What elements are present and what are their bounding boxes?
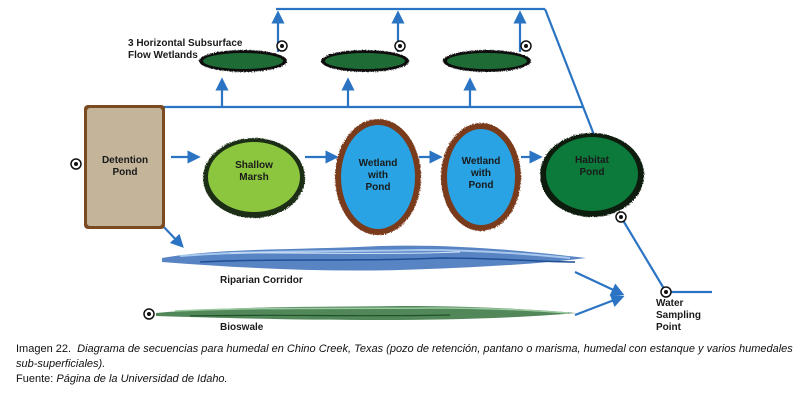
shallow-label-line2: Marsh <box>239 172 268 183</box>
habitat-label-line2: Pond <box>580 167 605 178</box>
bus-to-habitat-line <box>543 8 598 141</box>
inlet-point-bioswale <box>143 308 155 320</box>
wetland1-label-line1: Wetland <box>359 158 398 169</box>
detention-pond <box>84 105 165 229</box>
detention-label-line1: Detention <box>102 155 148 166</box>
sampling-point-wetland-2 <box>394 40 406 52</box>
wetland-with-pond-2 <box>441 123 521 231</box>
water-sampling-label-line1: Water <box>656 298 684 309</box>
habitat-pond <box>540 133 644 217</box>
shallow-marsh <box>203 138 305 218</box>
caption-text: Diagrama de secuencias para humedal en C… <box>16 343 793 370</box>
subsurface-wetland-3 <box>443 50 531 72</box>
wetland-with-pond-1 <box>335 119 421 235</box>
water-sampling-point-marker <box>660 286 672 298</box>
sampling-point-wetland-3 <box>520 40 532 52</box>
arrow-bioswale-sampling <box>574 294 625 317</box>
bioswale-label: Bioswale <box>220 322 264 333</box>
inlet-point-detention <box>70 158 82 170</box>
riparian-corridor <box>162 245 586 271</box>
water-sampling-label-line2: Sampling <box>656 310 701 321</box>
habitat-to-sampling-line <box>620 216 667 293</box>
wetland1-label-line3: Pond <box>366 182 391 193</box>
detention-label-line2: Pond <box>113 167 138 178</box>
caption-source-text: Página de la Universidad de Idaho. <box>56 373 228 385</box>
subsurface-wetland-1 <box>199 50 287 72</box>
shallow-label-line1: Shallow <box>235 160 273 171</box>
riparian-label: Riparian Corridor <box>220 275 303 286</box>
wetlands-title-line1: 3 Horizontal Subsurface <box>128 38 243 49</box>
habitat-label-line1: Habitat <box>575 155 610 166</box>
caption-prefix: Imagen 22. <box>16 343 72 355</box>
wetland1-label-line2: with <box>367 170 388 181</box>
flow-lines <box>159 7 712 317</box>
water-sampling-label-line3: Point <box>656 322 682 333</box>
bioswale <box>156 306 576 320</box>
sampling-point-habitat <box>615 211 627 223</box>
caption-source-label: Fuente <box>16 373 51 385</box>
sampling-point-top-bus <box>276 40 288 52</box>
subsurface-wetland-2 <box>321 50 409 72</box>
wetland2-label-line3: Pond <box>469 180 494 191</box>
wetland-sequence-diagram: 3 Horizontal Subsurface Flow Wetlands De… <box>70 7 712 333</box>
wetlands-title-line2: Flow Wetlands <box>128 50 198 61</box>
wetland2-label-line2: with <box>470 168 491 179</box>
arrow-riparian-sampling <box>574 271 625 296</box>
wetland2-label-line1: Wetland <box>462 156 501 167</box>
figure-caption: Imagen 22. Diagrama de secuencias para h… <box>16 343 793 385</box>
